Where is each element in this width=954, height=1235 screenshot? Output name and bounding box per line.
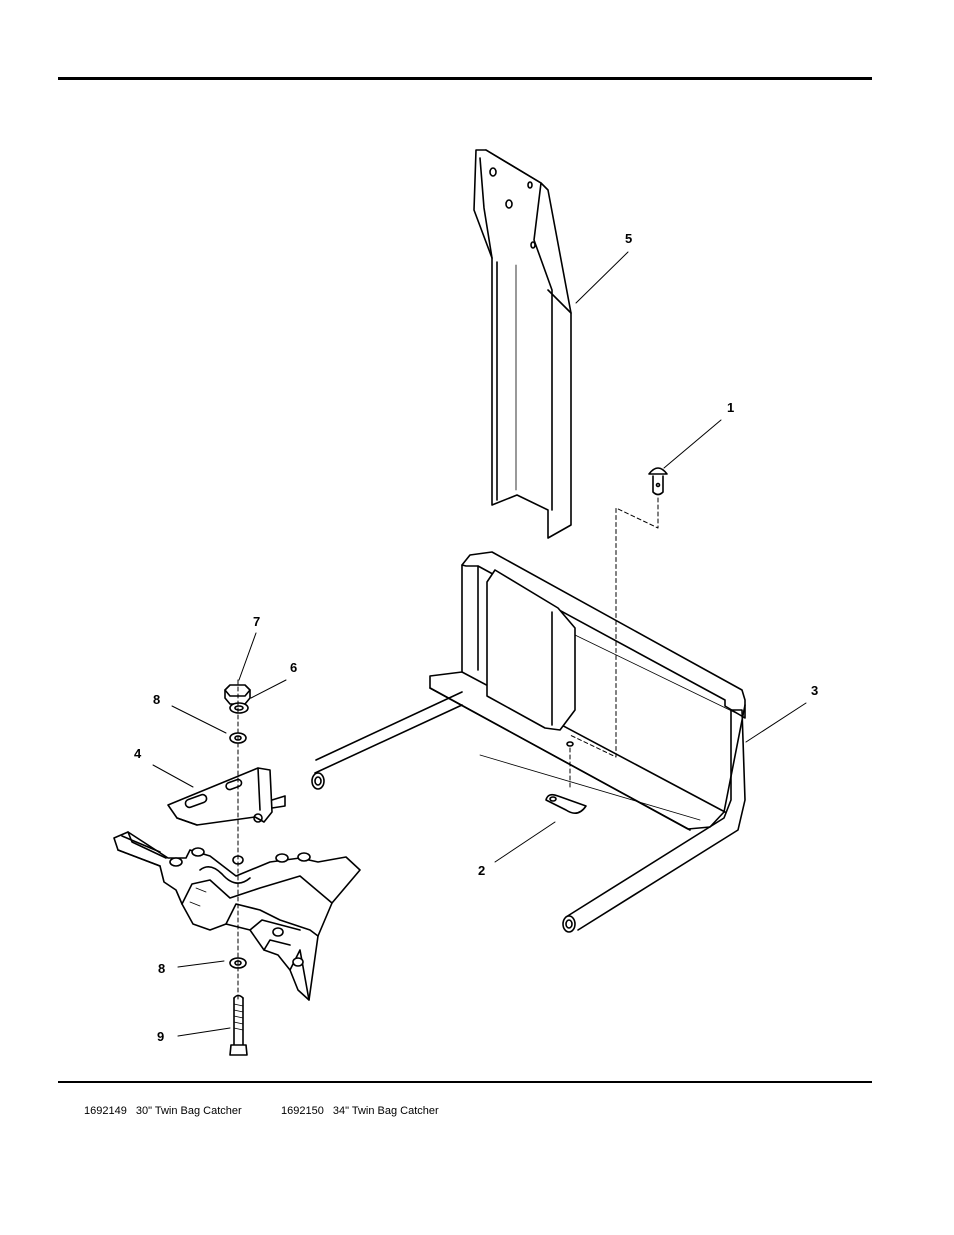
callout-5: 5 [625, 231, 632, 246]
model-name-34: 34" Twin Bag Catcher [332, 1105, 439, 1117]
part-4-mount-bracket [167, 767, 286, 826]
callout-3: 3 [811, 683, 818, 698]
callout-8-upper: 8 [153, 692, 160, 707]
callout-9: 9 [157, 1029, 164, 1044]
part-1-clevis-pin [648, 467, 668, 496]
leader-lines [152, 251, 807, 1037]
part-2-hair-pin [545, 793, 587, 814]
footer-model-34: 1692150 34" Twin Bag Catcher [281, 1105, 439, 1117]
callout-1: 1 [727, 400, 734, 415]
header-rule [58, 77, 872, 80]
part-9-bolt [229, 994, 248, 1056]
callout-8-lower: 8 [158, 961, 165, 976]
part-6-lock-washer [229, 702, 249, 714]
part-5-upright-bracket [473, 149, 572, 539]
model-number-34: 1692150 [281, 1105, 324, 1117]
mower-deck-housing [113, 831, 361, 1001]
callout-4: 4 [134, 746, 142, 761]
part-3-catcher-frame [311, 551, 746, 933]
model-number-30: 1692149 [84, 1105, 127, 1117]
model-name-30: 30" Twin Bag Catcher [135, 1105, 242, 1117]
footer-rule [58, 1081, 872, 1083]
callout-6: 6 [290, 660, 297, 675]
callout-2: 2 [478, 863, 485, 878]
assembly-lines [237, 497, 659, 1001]
callout-7: 7 [253, 614, 260, 629]
footer-model-30: 1692149 30" Twin Bag Catcher [84, 1105, 242, 1117]
